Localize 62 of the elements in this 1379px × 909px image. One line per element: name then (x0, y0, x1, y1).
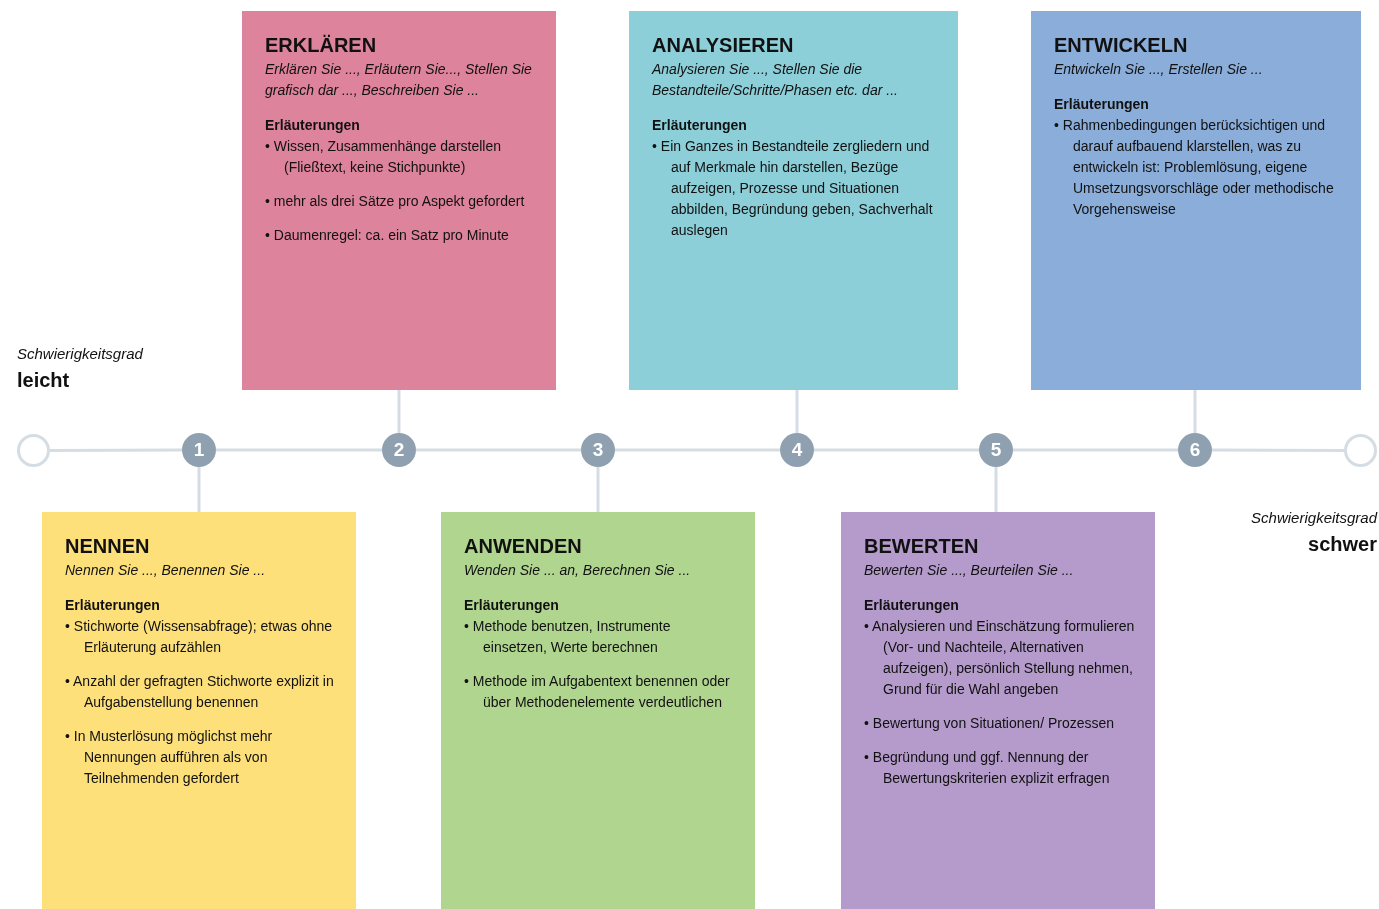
bullet-point: • Begründung und ggf. Nennung der Bewertungskriterien explizit erfragen (864, 748, 1111, 788)
connector-line (50, 448, 182, 452)
bullet-point: • Daumenregel: ca. ein Satz pro Minute (265, 226, 510, 245)
difficulty-level: leicht (17, 369, 70, 392)
connector-line (795, 390, 799, 433)
connector-line (1212, 448, 1344, 452)
end-circle (1344, 434, 1377, 467)
connector-line (596, 467, 600, 512)
category-card (841, 512, 1155, 909)
bullet-point: • Anzahl der gefragten Stichworte explizit in Aufgabenstellung benennen (65, 672, 335, 712)
bullet-point: • In Musterlösung möglichst mehr Nennungen aufführen als von Teilnehmenden gefordert (65, 727, 274, 788)
bullet-point: • Methode benutzen, Instrumente einsetzen, Werte berechnen (464, 617, 672, 657)
operator-verbs: Analysieren Sie ..., Stellen Sie die Bestandteile/Schritte/Phasen etc. dar ... (652, 60, 899, 100)
operator-verbs: Entwickeln Sie ..., Erstellen Sie ... (1054, 60, 1264, 79)
step-circle: 4 (780, 433, 814, 467)
bullet-point: • Analysieren und Einschätzung formulieren (Vor- und Nachteile, Alternativen aufzeigen), persönlich Stellung nehmen, Grund für die Wahl angeben (864, 617, 1135, 699)
card-heading: NENNEN (65, 534, 150, 558)
card-heading: ANALYSIEREN (652, 33, 794, 57)
connector-line (615, 448, 780, 452)
section-heading: Erläuterungen (652, 116, 747, 135)
scale-caption: Schwierigkeitsgrad (1251, 509, 1377, 526)
step-circle: 2 (382, 433, 416, 467)
bullet-point: • Ein Ganzes in Bestandteile zergliedern und auf Merkmale hin darstellen, Bezüge aufzeigen, Prozesse und Situationen abbilden, Begründung geben, Sachverhalt auslegen (652, 137, 934, 240)
end-circle (17, 434, 50, 467)
connector-line (416, 448, 581, 452)
section-heading: Erläuterungen (65, 596, 160, 615)
category-card (629, 11, 958, 390)
bullet-point: • Rahmenbedingungen berücksichtigen und darauf aufbauend klarstellen, was zu entwickeln ist: Problemlösung, eigene Umsetzungsvorschläge oder methodische Vorgehensweise (1054, 116, 1335, 219)
card-heading: ENTWICKELN (1054, 33, 1188, 57)
category-card (242, 11, 556, 390)
operator-verbs: Erklären Sie ..., Erläutern Sie..., Stellen Sie grafisch dar ..., Beschreiben Sie ... (265, 60, 533, 100)
bullet-point: • Wissen, Zusammenhänge darstellen (Fließtext, keine Stichpunkte) (265, 137, 502, 177)
category-card (441, 512, 755, 909)
step-circle: 6 (1178, 433, 1212, 467)
operator-verbs: Bewerten Sie ..., Beurteilen Sie ... (864, 561, 1075, 580)
card-heading: ANWENDEN (464, 534, 582, 558)
operator-verbs: Nennen Sie ..., Benennen Sie ... (65, 561, 267, 580)
scale-caption: Schwierigkeitsgrad (17, 345, 143, 362)
bullet-point: • mehr als drei Sätze pro Aspekt gefordert (265, 192, 526, 211)
connector-line (994, 467, 998, 512)
card-heading: BEWERTEN (864, 534, 979, 558)
section-heading: Erläuterungen (265, 116, 360, 135)
section-heading: Erläuterungen (1054, 95, 1149, 114)
connector-line (197, 467, 201, 512)
connector-line (397, 390, 401, 433)
operator-verbs: Wenden Sie ... an, Berechnen Sie ... (464, 561, 692, 580)
bullet-point: • Methode im Aufgabentext benennen oder über Methodenelemente verdeutlichen (464, 672, 731, 712)
connector-line (814, 448, 979, 452)
bullet-point: • Stichworte (Wissensabfrage); etwas ohne Erläuterung aufzählen (65, 617, 334, 657)
section-heading: Erläuterungen (864, 596, 959, 615)
step-circle: 5 (979, 433, 1013, 467)
card-heading: ERKLÄREN (265, 33, 377, 57)
connector-line (216, 448, 382, 452)
bullet-point: • Bewertung von Situationen/ Prozessen (864, 714, 1116, 733)
category-card (1031, 11, 1361, 390)
connector-line (1013, 448, 1178, 452)
difficulty-level: schwer (1308, 533, 1377, 556)
step-circle: 3 (581, 433, 615, 467)
step-circle: 1 (182, 433, 216, 467)
connector-line (1193, 390, 1197, 433)
section-heading: Erläuterungen (464, 596, 559, 615)
category-card (42, 512, 356, 909)
